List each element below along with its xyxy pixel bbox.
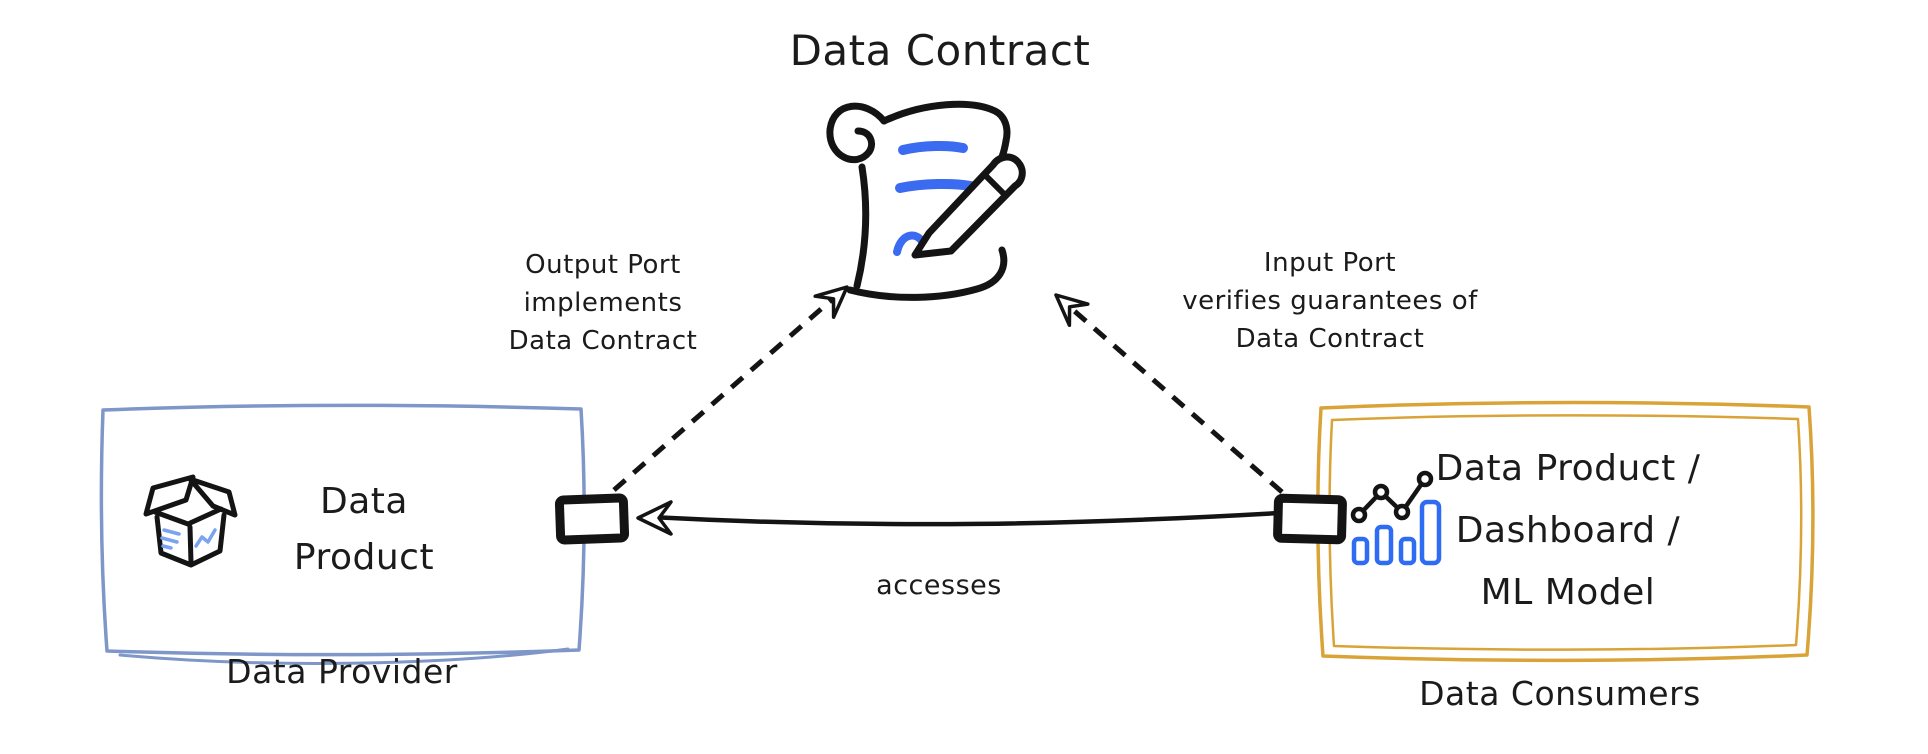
output-port-arrow-label-line: Data Contract: [508, 326, 698, 356]
input-port-arrow-label-line: Input Port: [1263, 248, 1397, 278]
output-port: [554, 493, 630, 545]
consumers-box: [1316, 400, 1815, 663]
provider-box-label-line: Data: [320, 481, 408, 522]
output-port-arrow-label-line: Output Port: [525, 250, 681, 280]
output-port-arrow: [612, 285, 849, 492]
input-port-arrow: [1054, 293, 1284, 494]
accesses-arrow-label: accesses: [876, 570, 1002, 601]
consumers-box-label-line: Dashboard /: [1455, 510, 1681, 551]
input-port: [1273, 493, 1347, 545]
provider-box: [99, 403, 586, 665]
package-icon: [143, 474, 238, 568]
consumers-caption: Data Consumers: [1419, 674, 1701, 713]
consumers-box-label: Data Product / Dashboard / ML Model: [1436, 438, 1701, 624]
provider-caption: Data Provider: [226, 652, 458, 691]
output-port-arrow-label-line: implements: [523, 288, 683, 318]
diagram-title: Data Contract: [789, 26, 1091, 75]
accesses-arrow: [636, 500, 1299, 536]
provider-box-label: Data Product: [294, 474, 434, 586]
input-port-arrow-label: Input Port verifies guarantees of Data C…: [1182, 244, 1478, 358]
pencil-icon: [911, 153, 1026, 259]
scroll-and-pencil-icon: [826, 100, 1026, 301]
input-port-arrow-label-line: verifies guarantees of: [1182, 286, 1478, 316]
bar-line-chart-icon: [1350, 470, 1442, 566]
output-port-arrow-label: Output Port implements Data Contract: [509, 246, 698, 360]
consumers-box-label-line: Data Product /: [1435, 448, 1701, 489]
consumers-box-label-line: ML Model: [1480, 572, 1656, 613]
input-port-arrow-label-line: Data Contract: [1235, 324, 1425, 354]
provider-box-label-line: Product: [293, 537, 435, 578]
